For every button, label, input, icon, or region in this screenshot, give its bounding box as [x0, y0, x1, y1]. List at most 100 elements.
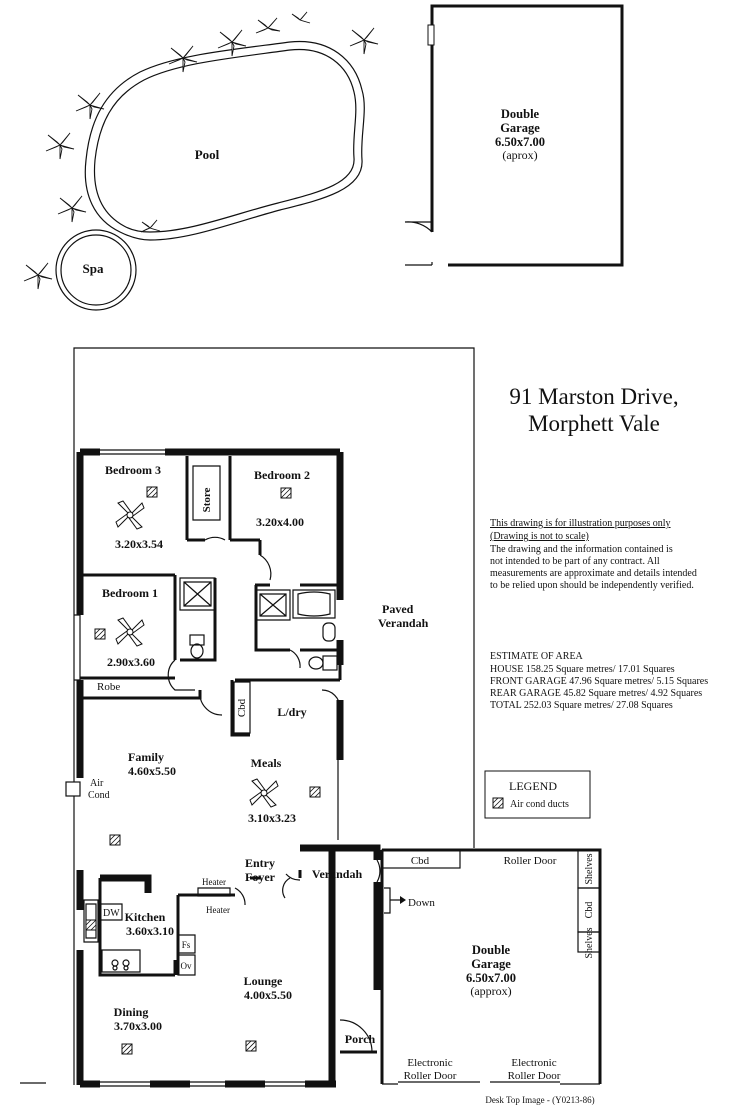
- front-garage-cupboard: Cbd: [411, 855, 430, 867]
- disclaimer-title: This drawing is for illustration purpose…: [490, 518, 671, 529]
- ceiling-fan-icon: [115, 617, 145, 647]
- legend-title: LEGEND: [509, 779, 557, 793]
- disclaimer-line: not intended to be part of any contract.…: [490, 556, 660, 567]
- rear-garage: Double Garage 6.50x7.00 (aprox): [404, 4, 624, 267]
- front-garage-note: (approx): [470, 984, 511, 998]
- disclaimer-subtitle: (Drawing is not to scale): [490, 531, 589, 542]
- roller-door-2-line1: Electronic: [511, 1057, 556, 1069]
- disclaimer-line: measurements are approximate and details…: [490, 568, 697, 579]
- plant-icon: [23, 262, 53, 290]
- front-garage-name-2: Garage: [471, 957, 511, 971]
- site-boundary: [73, 347, 475, 1085]
- footer-credit: Desk Top Image - (Y0213-86): [485, 1095, 594, 1105]
- ceiling-fan-icon: [249, 778, 279, 808]
- meals-size: 3.10x3.23: [248, 811, 296, 825]
- front-garage-roller-door: Roller Door: [504, 855, 557, 867]
- bedroom2-size: 3.20x4.00: [256, 515, 304, 529]
- spa-inner-outline: [60, 234, 132, 306]
- air-conditioner-unit: [65, 781, 81, 797]
- door-swings: [167, 536, 381, 1053]
- plant-icon: [45, 132, 75, 160]
- air-duct-icon: [146, 486, 158, 498]
- disclaimer-line: to be relied upon should be independentl…: [490, 580, 694, 591]
- spa-label: Spa: [83, 261, 104, 276]
- rear-garage-size: 6.50x7.00: [495, 135, 545, 149]
- bathroom-fixtures: [189, 622, 338, 671]
- air-duct-markers: [85, 486, 321, 1055]
- family-size: 4.60x5.50: [128, 764, 176, 778]
- rear-garage-name-1: Double: [501, 107, 540, 121]
- bedroom3-name: Bedroom 3: [105, 463, 161, 477]
- estimate-row-house: HOUSE 158.25 Square metres/ 17.01 Square…: [490, 664, 675, 675]
- plant-icon: [291, 11, 311, 24]
- garage-cupboard-label: Cbd: [584, 902, 595, 919]
- plant-icon: [168, 45, 198, 73]
- roller-door-1-line1: Electronic: [407, 1057, 452, 1069]
- porch-label: Porch: [345, 1032, 376, 1046]
- kitchen-size: 3.60x3.10: [126, 924, 174, 938]
- spa-outline: [55, 229, 137, 311]
- dishwasher-label: DW: [103, 908, 120, 919]
- disclaimer-line: The drawing and the information containe…: [490, 544, 673, 555]
- pool-area: Pool Spa: [55, 40, 365, 311]
- ceiling-fan-icon: [115, 500, 145, 530]
- disclaimer: This drawing is for illustration purpose…: [490, 518, 697, 591]
- air-duct-icon: [85, 919, 97, 931]
- aircond-line1: Air: [90, 778, 104, 789]
- down-label: Down: [408, 897, 435, 909]
- shelves-label: Shelves: [584, 927, 595, 958]
- verandah-label: Verandah: [312, 867, 363, 881]
- kitchen-name: Kitchen: [125, 910, 166, 924]
- air-duct-icon: [109, 834, 121, 846]
- legend-item-label: Air cond ducts: [510, 799, 569, 810]
- air-duct-icon: [245, 1040, 257, 1052]
- entry-line1: Entry: [245, 856, 275, 870]
- pool-label: Pool: [195, 147, 220, 162]
- bedroom2-name: Bedroom 2: [254, 468, 310, 482]
- lounge-name: Lounge: [244, 974, 283, 988]
- store-label: Store: [201, 487, 213, 512]
- estimate-row-front-garage: FRONT GARAGE 47.96 Square metres/ 5.15 S…: [490, 676, 708, 687]
- robe-label: Robe: [97, 681, 120, 693]
- estimate-row-total: TOTAL 252.03 Square metres/ 27.08 Square…: [490, 700, 673, 711]
- oven-label: Ov: [181, 961, 192, 971]
- rear-garage-name-2: Garage: [500, 121, 540, 135]
- garden-plants: [23, 11, 379, 290]
- bedroom1-name: Bedroom 1: [102, 586, 158, 600]
- lounge-size: 4.00x5.50: [244, 988, 292, 1002]
- laundry-label: L/dry: [277, 705, 306, 719]
- front-garage: Cbd Roller Door Shelves Cbd Shelves Down…: [380, 848, 602, 1085]
- plant-icon: [57, 195, 87, 223]
- air-duct-icon: [94, 628, 106, 640]
- air-duct-icon: [492, 797, 504, 809]
- dining-name: Dining: [114, 1005, 149, 1019]
- rear-garage-note: (aprox): [502, 148, 537, 162]
- fridge-space-label: Fs: [182, 940, 191, 950]
- heater-label: Heater: [202, 877, 226, 887]
- air-duct-icon: [280, 487, 292, 499]
- shelves-label: Shelves: [584, 853, 595, 884]
- plant-icon: [349, 27, 379, 55]
- bedroom3-size: 3.20x3.54: [115, 537, 163, 551]
- area-estimate: ESTIMATE OF AREA HOUSE 158.25 Square met…: [490, 651, 708, 711]
- heater-label: Heater: [206, 905, 230, 915]
- estimate-heading: ESTIMATE OF AREA: [490, 651, 584, 662]
- air-duct-icon: [309, 786, 321, 798]
- aircond-line2: Cond: [88, 790, 110, 801]
- address-line-1: 91 Marston Drive,: [509, 384, 678, 409]
- plant-icon: [75, 92, 105, 120]
- roller-door-2-line2: Roller Door: [508, 1070, 561, 1082]
- plant-icon: [255, 17, 281, 34]
- meals-name: Meals: [251, 756, 282, 770]
- pool-outline: [84, 40, 365, 241]
- address-line-2: Morphett Vale: [528, 411, 660, 436]
- front-garage-name-1: Double: [472, 943, 511, 957]
- estimate-row-rear-garage: REAR GARAGE 45.82 Square metres/ 4.92 Sq…: [490, 688, 702, 699]
- legend: LEGEND Air cond ducts: [484, 770, 591, 819]
- front-garage-size: 6.50x7.00: [466, 971, 516, 985]
- bedroom1-size: 2.90x3.60: [107, 655, 155, 669]
- plant-icon: [217, 29, 247, 57]
- entry-line2: Foyer: [245, 870, 276, 884]
- room-labels: Bedroom 3 3.20x3.54 Bedroom 2 3.20x4.00 …: [88, 463, 429, 1046]
